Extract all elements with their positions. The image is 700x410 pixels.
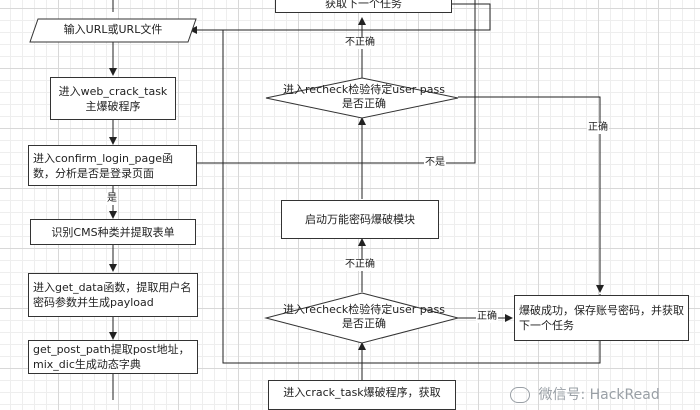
input-parallelogram (29, 18, 197, 43)
web-crack-task-label: 进入web_crack_task主爆破程序 (58, 84, 168, 113)
success-box: 爆破成功，保存账号密码，并获取下一个任务 (514, 295, 689, 341)
crack-task-label: 进入crack_task爆破程序，获取 (283, 386, 441, 399)
watermark-text: 微信号: HackRead (538, 387, 660, 403)
edge-next-to-input (189, 3, 491, 34)
next-task-label: 获取下一个任务 (325, 0, 402, 10)
edge-label-correct-bottom: 正确 (476, 311, 498, 323)
edge-label-incorrect-top: 不正确 (344, 37, 376, 49)
edge-label-not: 不是 (424, 157, 446, 169)
web-crack-task-box: 进入web_crack_task主爆破程序 (50, 77, 176, 120)
decision-recheck-top (265, 77, 459, 119)
get-post-path-box: get_post_path提取post地址，mix_dic生成动态字典 (28, 340, 198, 374)
universal-password-box: 启动万能密码爆破模块 (281, 200, 439, 239)
recheck-top-label: 进入recheck检验待定user pass是否正确 (283, 83, 445, 110)
wechat-icon (510, 387, 530, 403)
identify-cms-box: 识别CMS种类并提取表单 (30, 219, 196, 245)
get-post-path-label: get_post_path提取post地址，mix_dic生成动态字典 (33, 343, 190, 371)
watermark: 微信号: HackRead (510, 384, 660, 404)
flowchart-connectors (29, 0, 604, 400)
confirm-login-page-label: 进入confirm_login_page函数，分析是否是登录页面 (33, 151, 173, 180)
next-task-box-top: 获取下一个任务 (275, 0, 452, 13)
input-url-label: 输入URL或URL文件 (63, 23, 163, 36)
recheck-bottom-label: 进入recheck检验待定user pass是否正确 (283, 303, 445, 330)
decision-recheck-bottom (264, 292, 460, 344)
crack-task-box: 进入crack_task爆破程序，获取 (268, 380, 456, 410)
success-label: 爆破成功，保存账号密码，并获取下一个任务 (519, 304, 684, 332)
get-data-label: 进入get_data函数，提取用户名密码参数并生成payload (33, 281, 192, 309)
identify-cms-label: 识别CMS种类并提取表单 (51, 225, 175, 239)
edge-label-incorrect-bottom: 不正确 (344, 259, 376, 271)
edge-recheck-top-correct (458, 96, 604, 293)
edge-label-yes: 是 (106, 193, 118, 205)
get-data-box: 进入get_data函数，提取用户名密码参数并生成payload (28, 273, 198, 317)
edge-label-correct-right: 正确 (587, 122, 609, 134)
universal-password-label: 启动万能密码爆破模块 (305, 213, 415, 226)
confirm-login-page-box: 进入confirm_login_page函数，分析是否是登录页面 (28, 145, 197, 186)
edge-not-login (197, 0, 476, 164)
